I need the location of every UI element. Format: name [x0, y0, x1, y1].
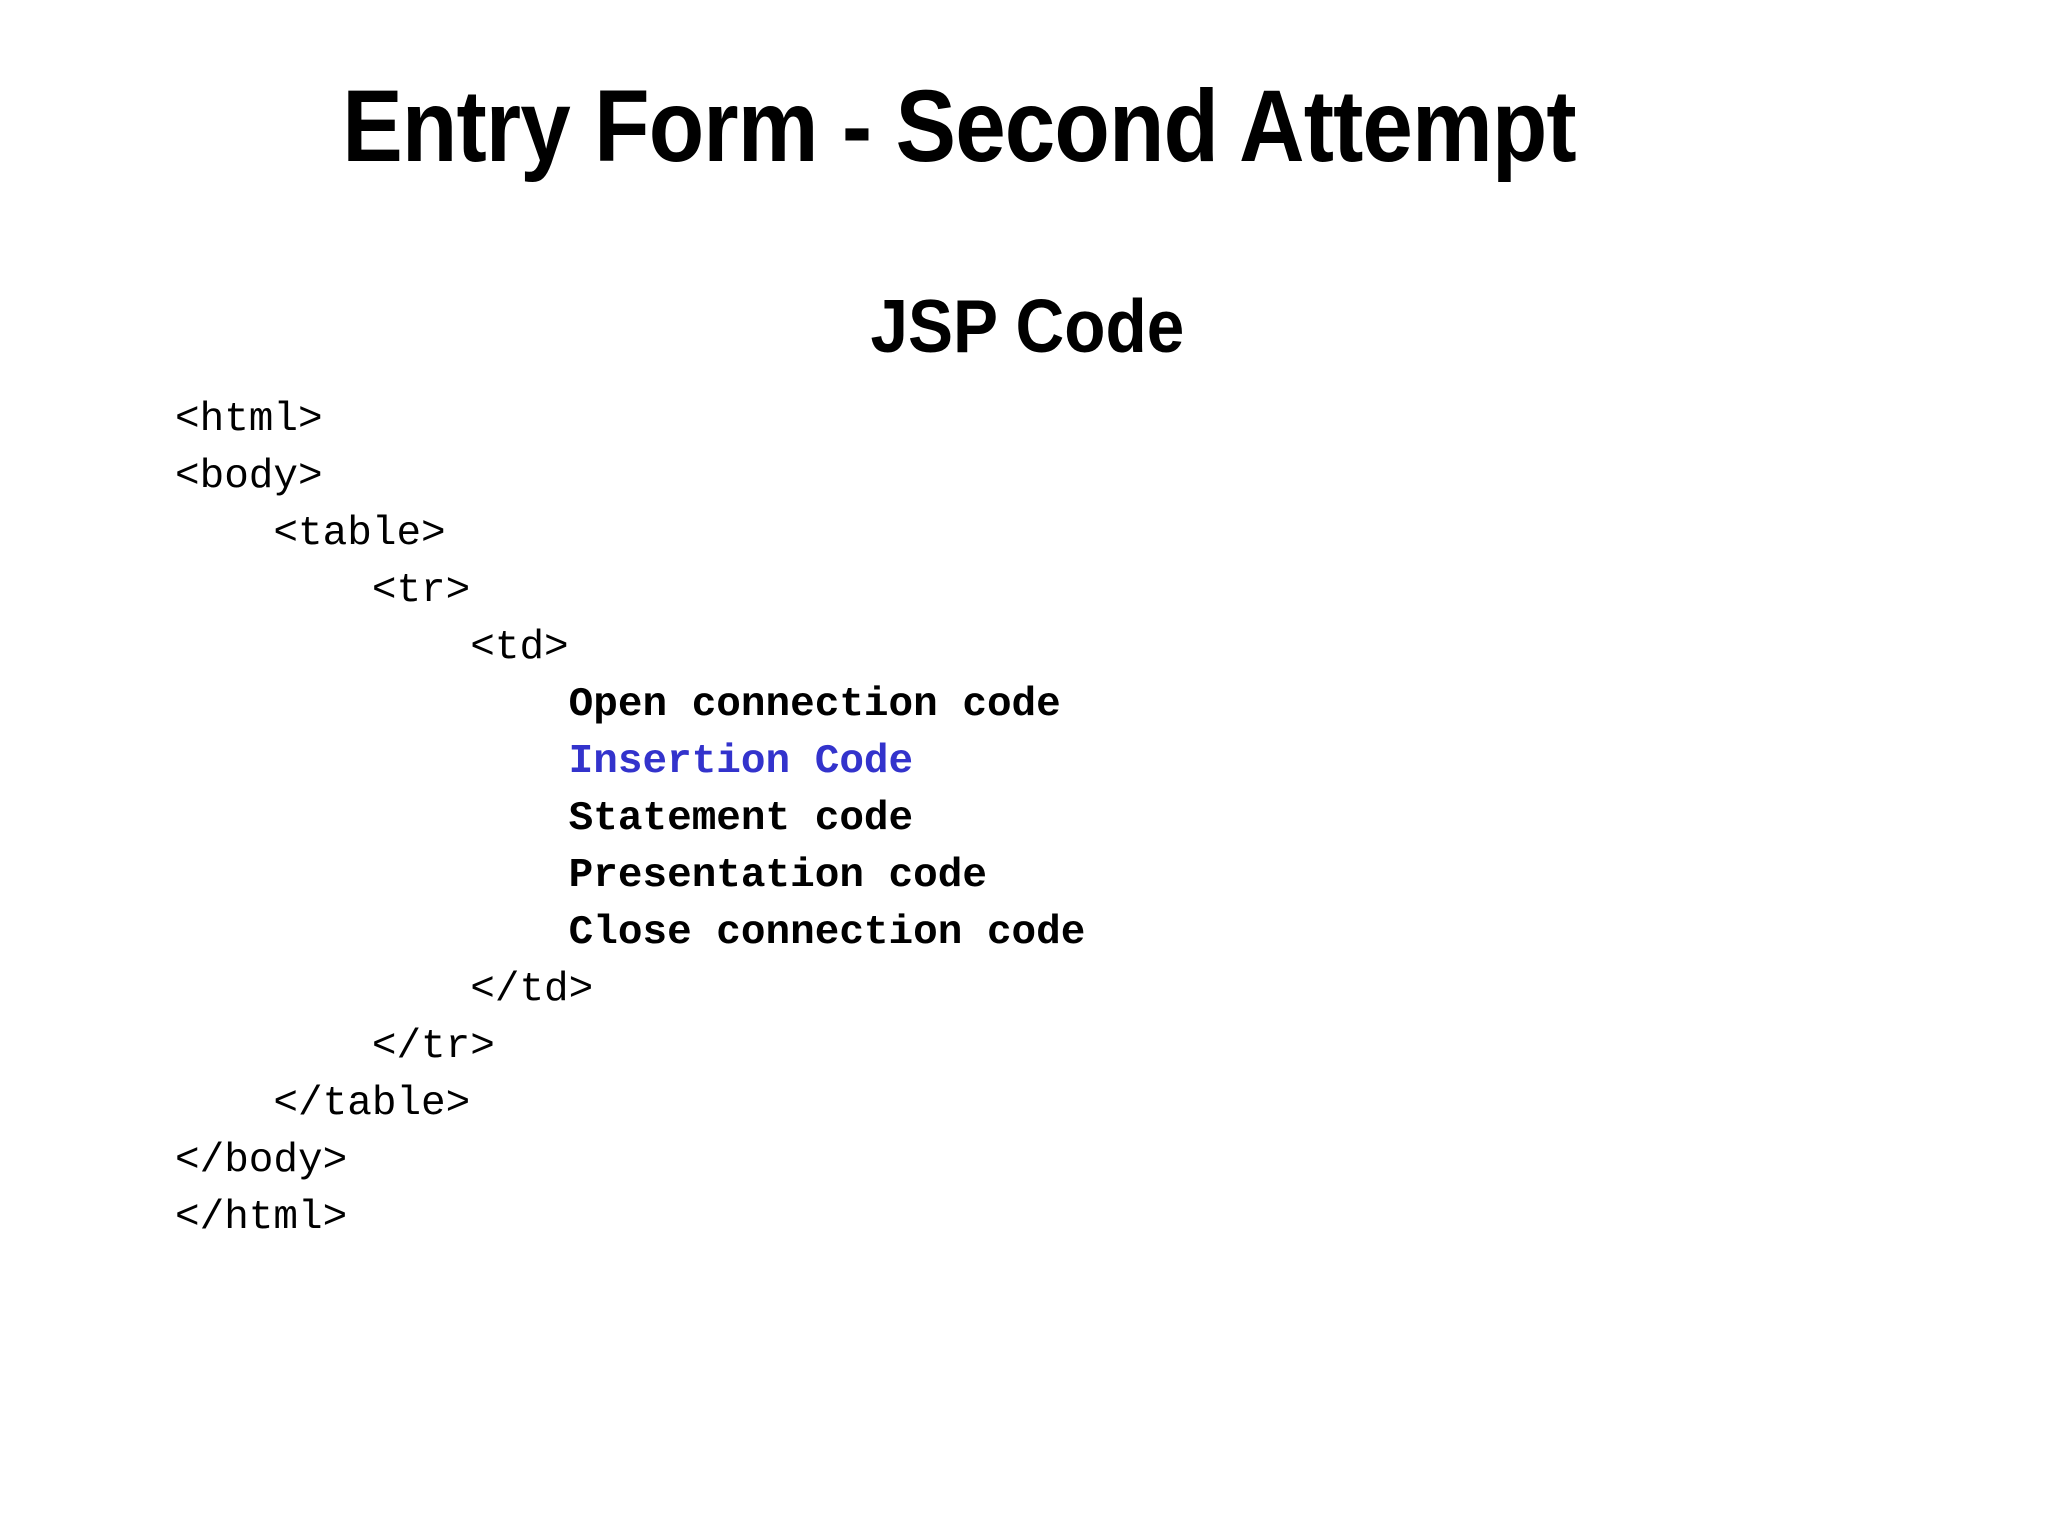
code-tag-text: <body>	[175, 454, 323, 500]
code-line: </body>	[175, 1133, 1085, 1190]
code-indent	[175, 739, 569, 785]
code-tag-text: </tr>	[371, 1024, 495, 1070]
code-indent	[175, 511, 273, 557]
slide-title: Entry Form - Second Attempt	[342, 69, 1576, 183]
code-tag-text: <html>	[175, 397, 323, 443]
slide-subtitle: JSP Code	[870, 284, 1184, 368]
code-tag-text: </html>	[175, 1195, 348, 1241]
code-indent	[175, 625, 470, 671]
code-label-text: Close connection code	[568, 910, 1086, 956]
code-tag-text: </td>	[470, 967, 594, 1013]
code-line: Close connection code	[175, 905, 1086, 962]
code-indent	[175, 682, 569, 728]
code-line: </td>	[175, 962, 1085, 1019]
code-line: </tr>	[175, 1019, 1085, 1076]
code-indent	[175, 910, 569, 956]
code-line: Insertion Code	[175, 734, 1085, 791]
code-line: <html>	[175, 392, 1085, 449]
code-line: Open connection code	[175, 677, 1085, 734]
jsp-code-block: <html> <body> <table> <tr> <td> Open conn…	[175, 392, 1085, 1247]
code-line: </table>	[175, 1076, 1085, 1133]
code-indent	[175, 796, 569, 842]
code-line: <table>	[175, 506, 1085, 563]
title-container: Entry Form - Second Attempt	[0, 75, 1918, 177]
code-line: Presentation code	[175, 848, 1085, 905]
code-indent	[175, 853, 569, 899]
code-line: Statement code	[175, 791, 1085, 848]
code-tag-text: <table>	[273, 511, 446, 557]
code-tag-text: <td>	[470, 625, 569, 671]
code-line: <tr>	[175, 563, 1085, 620]
code-indent	[175, 568, 372, 614]
subtitle-container: JSP Code	[0, 289, 2048, 364]
code-label-text: Statement code	[568, 796, 914, 842]
code-label-text: Insertion Code	[568, 739, 914, 785]
code-label-text: Open connection code	[568, 682, 1061, 728]
code-indent	[175, 1081, 273, 1127]
code-line: <td>	[175, 620, 1085, 677]
code-label-text: Presentation code	[568, 853, 987, 899]
code-tag-text: </table>	[273, 1081, 471, 1127]
code-indent	[175, 967, 470, 1013]
code-tag-text: <tr>	[371, 568, 471, 614]
code-tag-text: </body>	[175, 1138, 348, 1184]
code-indent	[175, 1024, 372, 1070]
code-line: </html>	[175, 1190, 1085, 1247]
code-line: <body>	[175, 449, 1085, 506]
